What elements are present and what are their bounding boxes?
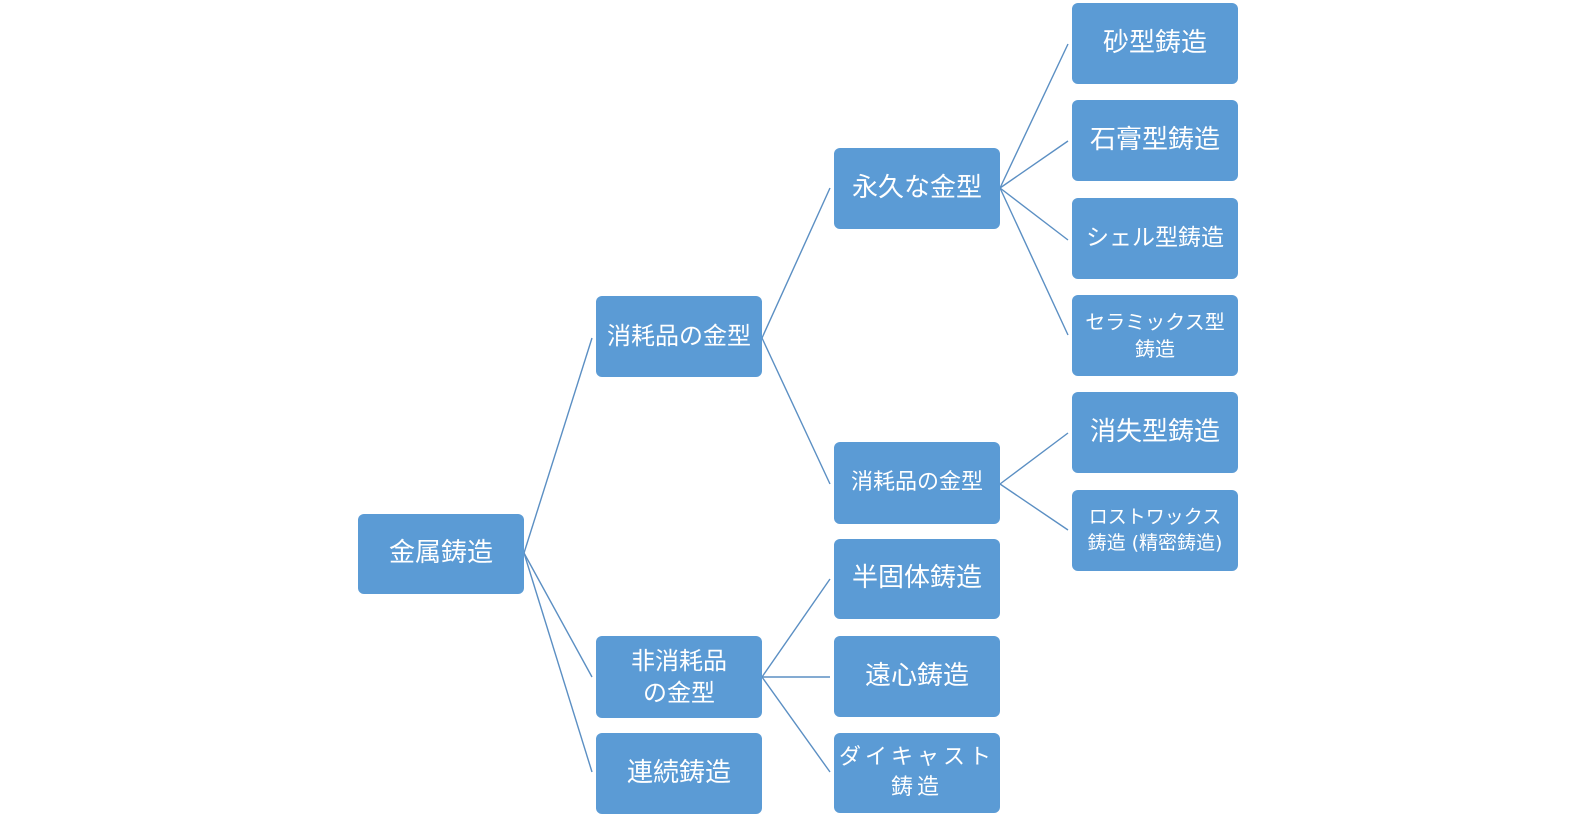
node-permanent-mold-label: 永久な金型 (851, 172, 982, 203)
node-root: 金属鋳造 (358, 514, 524, 594)
node-lost-wax-casting: ロストワックス 鋳造 (精密鋳造) (1072, 490, 1238, 571)
node-die-casting: ダイキャスト 鋳造 (834, 733, 1000, 813)
connector-permanent-shell (999, 187, 1069, 241)
node-semisolid-casting-label: 半固体鋳造 (851, 563, 982, 594)
connector-permanent-plaster (999, 140, 1069, 189)
node-shell-casting: シェル型鋳造 (1072, 198, 1238, 279)
node-plaster-casting: 石膏型鋳造 (1072, 100, 1238, 181)
node-die-casting-label: ダイキャスト 鋳造 (838, 745, 995, 800)
node-expendable-pattern-label: 消耗品の金型 (850, 470, 983, 496)
node-lost-foam-casting-label: 消失型鋳造 (1089, 416, 1220, 447)
connector-permanent-ceramic (999, 187, 1069, 336)
node-expendable-mold-label: 消耗品の金型 (607, 322, 751, 351)
node-sand-casting: 砂型鋳造 (1072, 3, 1238, 84)
node-sand-casting-label: 砂型鋳造 (1102, 27, 1207, 58)
connector-root-expendable (523, 337, 593, 554)
connector-expendable-permanent (761, 187, 831, 339)
node-plaster-casting-label: 石膏型鋳造 (1089, 124, 1220, 155)
connector-permanent-sand (999, 43, 1069, 189)
connector-nonexpendable-diecast (761, 676, 831, 773)
node-centrifugal-casting: 遠心鋳造 (834, 636, 1000, 717)
node-ceramic-casting: セラミックス型 鋳造 (1072, 295, 1238, 376)
node-lost-foam-casting: 消失型鋳造 (1072, 392, 1238, 473)
node-ceramic-casting-label: セラミックス型 鋳造 (1085, 309, 1225, 361)
node-continuous-casting-label: 連続鋳造 (626, 757, 731, 788)
node-continuous-casting: 連続鋳造 (596, 733, 762, 814)
connector-pattern-lostwax (999, 483, 1069, 531)
node-nonexpendable-mold-label: 非消耗品 の金型 (631, 646, 727, 707)
connector-pattern-lostfoam (999, 432, 1069, 485)
node-semisolid-casting: 半固体鋳造 (834, 539, 1000, 619)
connector-expendable-pattern (761, 337, 831, 485)
connector-root-nonexpendable (523, 552, 593, 678)
node-shell-casting-label: シェル型鋳造 (1086, 224, 1224, 251)
node-permanent-mold: 永久な金型 (834, 148, 1000, 229)
node-lost-wax-casting-label: ロストワックス 鋳造 (精密鋳造) (1087, 505, 1223, 554)
node-centrifugal-casting-label: 遠心鋳造 (864, 660, 969, 691)
node-nonexpendable-mold: 非消耗品 の金型 (596, 636, 762, 718)
node-expendable-mold: 消耗品の金型 (596, 296, 762, 377)
connector-nonexpendable-semisolid (761, 578, 831, 678)
node-expendable-pattern: 消耗品の金型 (834, 442, 1000, 524)
connector-root-continuous (523, 552, 593, 773)
node-root-label: 金属鋳造 (388, 538, 493, 569)
